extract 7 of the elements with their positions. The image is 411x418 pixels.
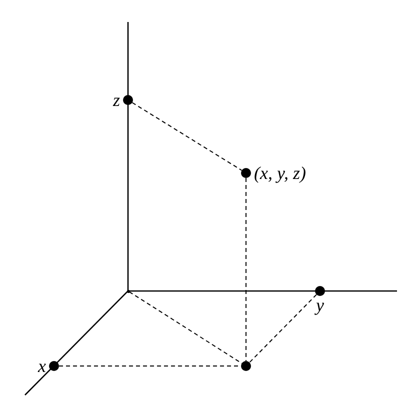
- coordinate-label: x: [38, 357, 46, 375]
- dashed-line: [132, 102, 242, 171]
- coordinate-label: z: [112, 91, 120, 109]
- coordinate-label: (x, y, z): [254, 164, 306, 182]
- dashed-line: [128, 291, 242, 364]
- dashed-line: [249, 294, 317, 363]
- coordinate-label: y: [316, 296, 324, 314]
